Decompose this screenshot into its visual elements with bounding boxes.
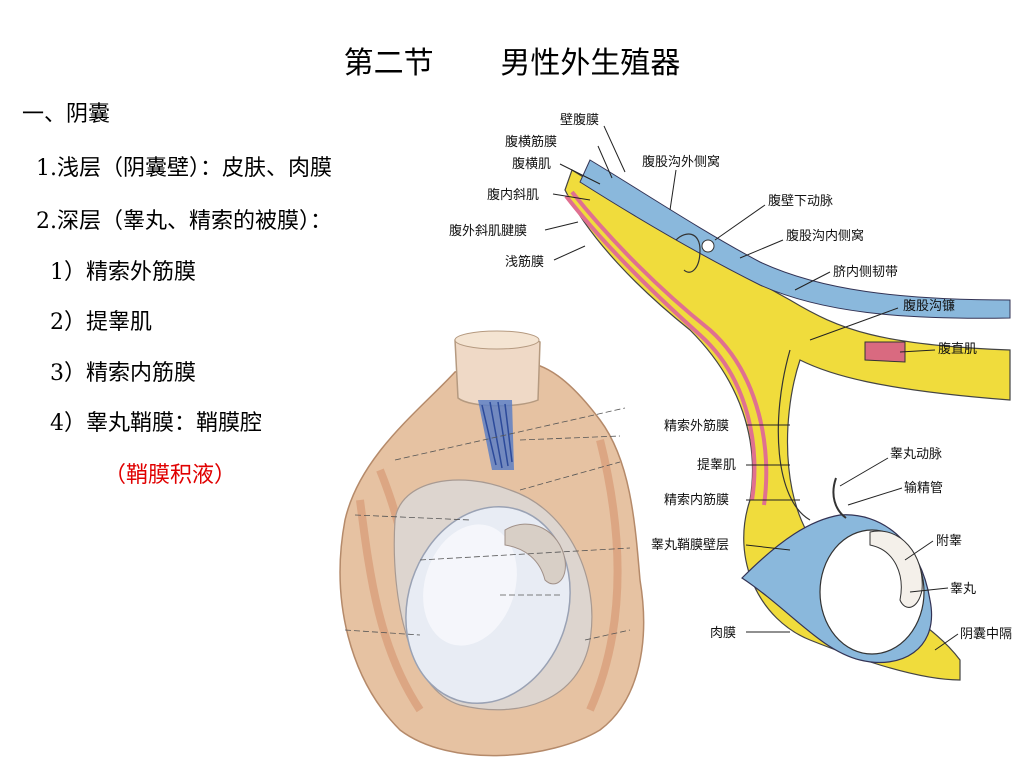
label-ductus-deferens: 输精管 [904, 480, 943, 496]
layers-schematic: 壁腹膜 腹横筋膜 腹横肌 腹内斜肌 腹外斜肌腱膜 浅筋膜 精索外筋膜 提睾肌 精… [449, 112, 1012, 681]
note-hydrocele: （鞘膜积液） [104, 463, 237, 488]
item-superficial-layer: 1.浅层（阴囊壁）：皮肤、肉膜 [36, 156, 332, 181]
testis-highlight [423, 524, 517, 646]
label-scrotal-septum: 阴囊中隔 [960, 626, 1012, 642]
leader-lines-schematic [544, 125, 959, 651]
muscle-bands [564, 190, 769, 506]
label-cremaster: 提睾肌 [697, 457, 736, 473]
label-transversalis-fascia: 腹横筋膜 [505, 134, 557, 150]
label-external-oblique-aponeurosis: 腹外斜肌腱膜 [449, 223, 527, 239]
epididymis-schematic [869, 530, 923, 608]
label-internal-oblique: 腹内斜肌 [487, 187, 539, 203]
cord-canal [777, 349, 811, 521]
label-superficial-fascia: 浅筋膜 [505, 254, 544, 270]
cord-top-cut [454, 330, 540, 350]
scrotum-illustration [339, 330, 645, 757]
label-lateral-inguinal-fossa: 腹股沟外侧窝 [642, 154, 720, 170]
deferent-duct [832, 477, 847, 519]
item-internal-spermatic-fascia: 3）精索内筋膜 [50, 361, 196, 386]
label-rectus-abdominis: 腹直肌 [938, 341, 977, 357]
rectus-abdominis [864, 341, 906, 363]
leader-lines-left-figure [344, 407, 631, 641]
label-tunica-vaginalis-parietal: 睾丸鞘膜壁层 [651, 537, 729, 553]
label-medial-inguinal-fossa: 腹股沟内侧窝 [786, 228, 864, 244]
label-dartos: 肉膜 [710, 626, 736, 641]
heading-scrotum: 一、阴囊 [22, 102, 111, 127]
label-testis: 睾丸 [950, 581, 976, 597]
label-inferior-epigastric-artery: 腹壁下动脉 [768, 193, 833, 209]
item-cremaster: 2）提睾肌 [50, 310, 152, 335]
label-parietal-peritoneum: 壁腹膜 [560, 112, 599, 128]
item-external-spermatic-fascia: 1）精索外筋膜 [50, 260, 196, 285]
label-testicular-artery: 睾丸动脉 [890, 446, 942, 462]
label-inguinal-falx: 腹股沟镰 [903, 298, 955, 314]
label-medial-umbilical-ligament: 脐内侧韧带 [833, 264, 898, 280]
label-transversus-abdominis: 腹横肌 [512, 156, 551, 172]
label-epididymis: 附睾 [936, 533, 962, 549]
label-external-spermatic-fascia: 精索外筋膜 [664, 418, 729, 434]
label-internal-spermatic-fascia: 精索内筋膜 [664, 492, 729, 508]
slide-title: 第二节 男性外生殖器 [343, 46, 681, 81]
lateral-fossa-fold [675, 233, 701, 273]
item-deep-layer: 2.深层（睾丸、精索的被膜）： [36, 209, 332, 234]
item-tunica-vaginalis: 4）睾丸鞘膜：鞘膜腔 [50, 411, 262, 436]
peritoneum-band [579, 159, 1011, 319]
cord-vessels [481, 401, 513, 469]
inferior-epigastric-artery [701, 239, 715, 253]
